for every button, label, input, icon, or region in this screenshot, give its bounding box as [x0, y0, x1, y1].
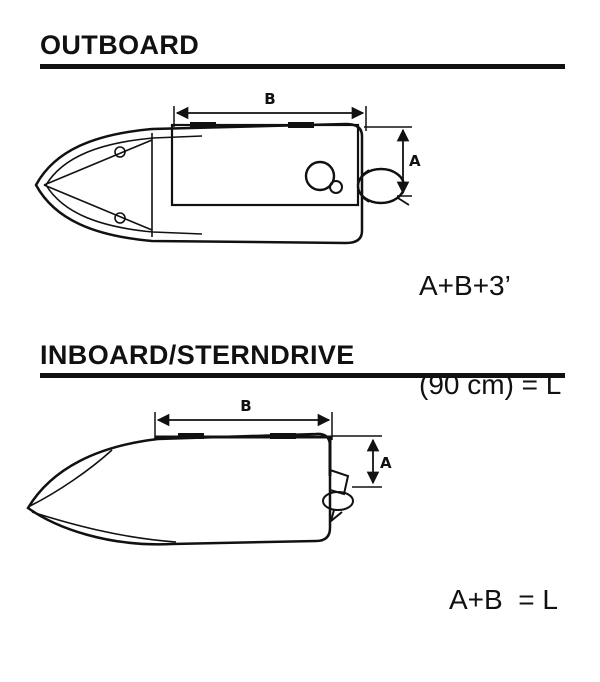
dimension-a-outboard: A [364, 126, 421, 197]
hull-profile [26, 432, 332, 546]
gunwale-inner-line-top [45, 135, 203, 186]
gunwale-inner-line-bottom [45, 184, 203, 235]
outboard-boat-illustration: B A [34, 90, 421, 245]
bow-v-lines [43, 133, 153, 237]
outboard-section-title: OUTBOARD [40, 30, 200, 60]
dim-a-extension-lines [332, 435, 382, 488]
deck-fitting-icon [114, 146, 126, 158]
dimension-a-inboard: A [332, 435, 392, 488]
sterndrive-unit [322, 469, 354, 524]
deck-edge-bold [155, 435, 332, 476]
hull-outline [34, 122, 364, 245]
deck-cleat [190, 122, 216, 128]
inboard-dim-a-label: A [380, 454, 392, 472]
inboard-boat-illustration: B A [26, 397, 392, 546]
deck-cleat [270, 433, 296, 439]
outboard-dim-b-label: B [264, 90, 275, 108]
inboard-divider [40, 373, 565, 378]
outboard-dim-a-label: A [409, 152, 421, 170]
cockpit-outline [170, 123, 360, 207]
deck-cleat [288, 122, 314, 128]
inboard-boat-sideview [26, 432, 354, 546]
outboard-motor [356, 167, 410, 206]
bow-stem-line [29, 449, 113, 507]
outboard-formula-line1: A+B+3’ [419, 270, 511, 301]
steering-wheel [304, 160, 336, 192]
steering-hub [329, 180, 343, 194]
inboard-section-title: INBOARD/STERNDRIVE [40, 340, 355, 370]
outboard-divider [40, 64, 565, 69]
outboard-boat-topview [34, 122, 410, 245]
deck-fitting-icon [114, 212, 126, 224]
inboard-dim-b-label: B [240, 397, 251, 415]
dim-a-extension-lines [364, 126, 412, 197]
deck-cleat [178, 433, 204, 439]
chine-line [31, 511, 177, 543]
